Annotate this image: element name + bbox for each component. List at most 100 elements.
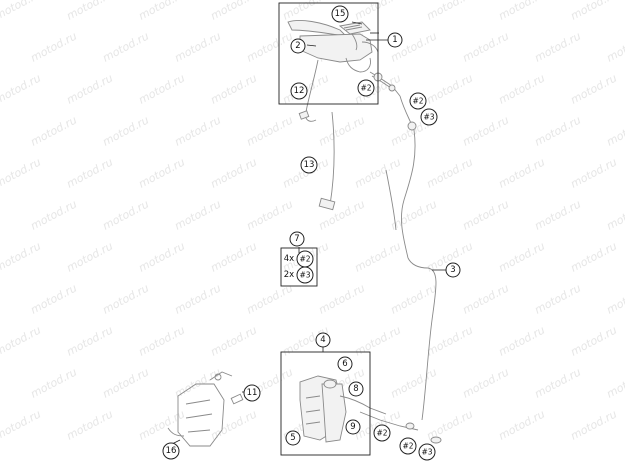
watermark-text: motod.ru [424,71,475,106]
svg-text:1: 1 [392,35,397,45]
svg-text:8: 8 [353,384,358,394]
watermark-text: motod.ru [208,239,259,274]
watermark-text: motod.ru [136,239,187,274]
watermark-text: motod.ru [496,239,547,274]
watermark-text: motod.ru [208,155,259,190]
watermark-text: motod.ru [244,29,295,64]
hardware-ref-3-right: #3 [420,108,438,126]
watermark-text: motod.ru [244,197,295,232]
watermark-layer: motod.ru motod.ru motod.ru motod.ru motod.ru… [0,0,625,443]
master-cylinder-drawing [287,19,379,122]
watermark-text: motod.ru [100,29,151,64]
watermark-text: motod.ru [100,113,151,148]
brake-hose-upper [369,71,437,421]
watermark-text: motod.ru [208,71,259,106]
watermark-text: motod.ru [28,197,79,232]
watermark-text: motod.ru [64,407,115,442]
watermark-text: motod.ru [388,281,439,316]
watermark-text: motod.ru [460,281,511,316]
watermark-text: motod.ru [352,323,403,358]
callout-8: 8 [348,381,364,397]
watermark-text: motod.ru [316,113,367,148]
watermark-text: motod.ru [604,365,625,400]
kit-qty-2x: 2x [284,270,294,280]
watermark-text: motod.ru [352,155,403,190]
svg-text:4: 4 [320,335,325,345]
svg-text:#3: #3 [421,448,432,457]
hardware-ref-2-bottom: #2 [399,437,417,455]
watermark-text: motod.ru [532,113,583,148]
watermark-text: motod.ru [136,71,187,106]
watermark-text: motod.ru [136,323,187,358]
svg-text:#2: #2 [299,255,310,264]
watermark-text: motod.ru [568,155,619,190]
watermark-text: motod.ru [532,197,583,232]
watermark-text: motod.ru [244,281,295,316]
master-cylinder-group-frame [278,2,379,105]
watermark-text: motod.ru [100,365,151,400]
watermark-text: motod.ru [496,0,547,23]
watermark-text: motod.ru [64,0,115,23]
watermark-text: motod.ru [172,113,223,148]
callout-12: 12 [290,82,308,100]
watermark-text: motod.ru [100,197,151,232]
watermark-text: motod.ru [28,281,79,316]
watermark-text: motod.ru [208,0,259,23]
watermark-text: motod.ru [568,239,619,274]
watermark-text: motod.ru [64,239,115,274]
svg-text:#3: #3 [423,113,434,122]
callout-1: 1 [387,32,403,48]
watermark-text: motod.ru [136,155,187,190]
watermark-text: motod.ru [532,281,583,316]
watermark-text: motod.ru [208,323,259,358]
watermark-text: motod.ru [28,365,79,400]
watermark-text: motod.ru [568,323,619,358]
watermark-text: motod.ru [604,113,625,148]
watermark-text: motod.ru [64,71,115,106]
watermark-text: motod.ru [460,365,511,400]
watermark-text: motod.ru [532,365,583,400]
watermark-text: motod.ru [0,0,43,23]
hardware-ref-2-kit: #2 [296,250,314,268]
watermark-text: motod.ru [496,71,547,106]
svg-text:#2: #2 [376,429,387,438]
hardware-ref-2-right: #2 [409,92,427,110]
svg-text:#2: #2 [412,97,423,106]
callout-3: 3 [445,262,461,278]
watermark-text: motod.ru [172,197,223,232]
watermark-text: motod.ru [568,0,619,23]
svg-text:16: 16 [166,446,177,456]
caliper-support-drawing [167,371,244,447]
svg-text:7: 7 [294,234,299,244]
callout-5: 5 [285,430,301,446]
watermark-text: motod.ru [316,281,367,316]
bottom-fittings [405,422,442,444]
svg-text:15: 15 [335,9,346,19]
watermark-text: motod.ru [172,281,223,316]
svg-text:5: 5 [290,433,295,443]
watermark-text: motod.ru [496,407,547,442]
watermark-text: motod.ru [136,407,187,442]
svg-text:#2: #2 [402,442,413,451]
watermark-text: motod.ru [172,365,223,400]
callout-13: 13 [300,156,318,174]
svg-text:#2: #2 [360,84,371,93]
svg-text:2: 2 [295,41,300,51]
watermark-text: motod.ru [0,407,43,442]
svg-text:6: 6 [342,359,347,369]
watermark-text: motod.ru [604,281,625,316]
callout-2: 2 [290,38,306,54]
watermark-text: motod.ru [496,323,547,358]
watermark-text: motod.ru [460,113,511,148]
callout-6: 6 [337,356,353,372]
watermark-text: motod.ru [0,239,43,274]
watermark-text: motod.ru [0,155,43,190]
watermark-text: motod.ru [388,365,439,400]
svg-text:#3: #3 [299,271,310,280]
watermark-text: motod.ru [424,0,475,23]
svg-text:11: 11 [247,388,258,398]
watermark-text: motod.ru [532,29,583,64]
watermark-text: motod.ru [568,407,619,442]
watermark-text: motod.ru [460,29,511,64]
